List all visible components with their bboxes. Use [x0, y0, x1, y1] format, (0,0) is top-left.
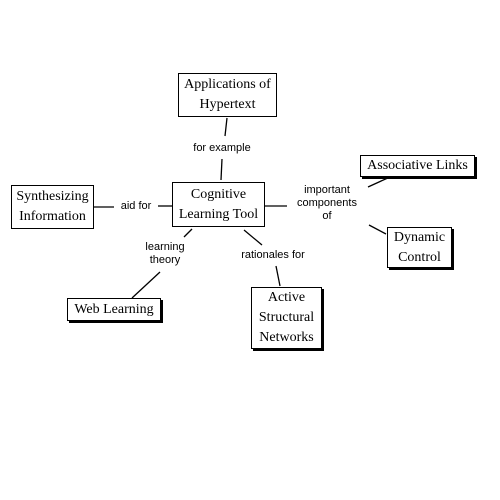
- line-center-to-rationales: [243, 229, 263, 246]
- line-center-to-example: [220, 158, 223, 181]
- link-label-aid-for: aid for: [120, 200, 152, 212]
- node-dynamic-control: Dynamic Control: [387, 227, 452, 268]
- node-web-learning: Web Learning: [67, 298, 161, 321]
- line-important-to-dynamic: [368, 224, 387, 235]
- line-important-to-assoc: [367, 176, 391, 188]
- node-applications-of-hypertext: Applications of Hypertext: [178, 73, 277, 117]
- link-label-learning-theory: learning theory: [145, 241, 185, 266]
- node-associative-links: Associative Links: [360, 155, 475, 177]
- link-label-important-components-of: important components of: [297, 184, 357, 222]
- line-example-to-hypertext: [224, 117, 228, 137]
- link-label-for-example: for example: [193, 142, 251, 154]
- line-center-to-learning: [183, 228, 193, 238]
- node-active-structural-networks: Active Structural Networks: [251, 287, 322, 349]
- link-label-rationales-for: rationales for: [241, 249, 305, 261]
- line-rationales-to-active: [275, 265, 281, 287]
- line-learning-to-web: [131, 271, 161, 299]
- node-synthesizing-information: Synthesizing Information: [11, 185, 94, 229]
- node-cognitive-learning-tool: Cognitive Learning Tool: [172, 182, 265, 227]
